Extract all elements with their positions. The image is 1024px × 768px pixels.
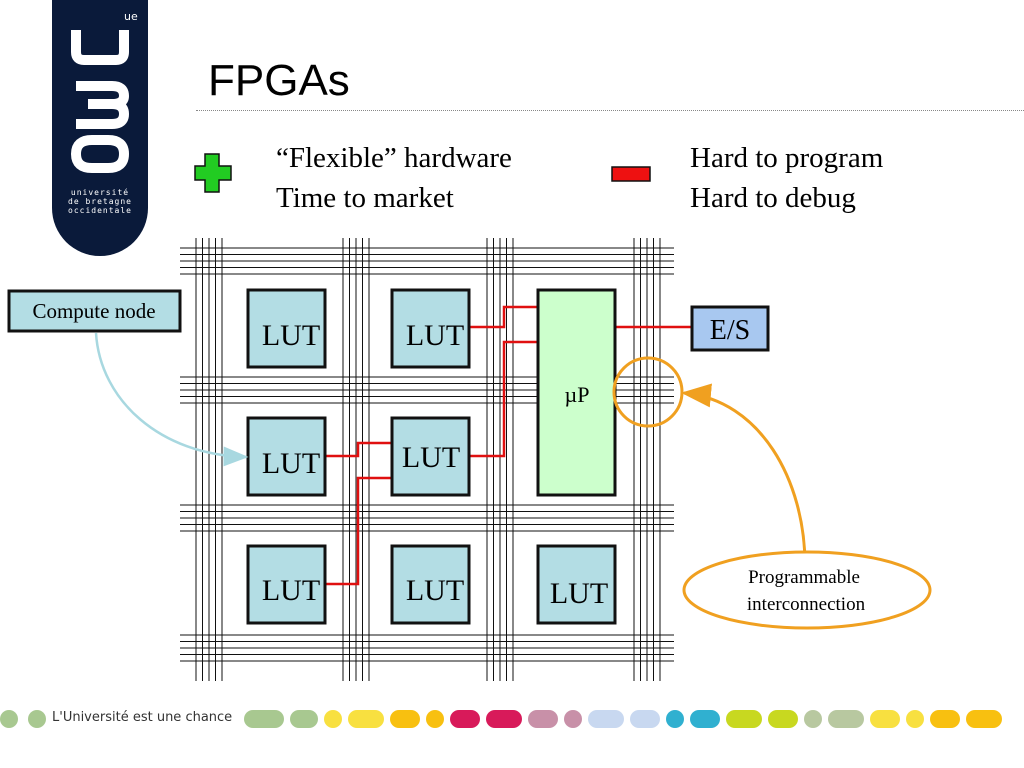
footer-dot bbox=[244, 710, 284, 728]
cons-item: Hard to program bbox=[690, 142, 884, 174]
footer-dots-icon bbox=[0, 710, 1002, 728]
lut-block bbox=[536, 544, 617, 625]
footer-dot bbox=[28, 710, 46, 728]
footer-tagline: L'Université est une chance bbox=[52, 710, 233, 725]
footer-dot bbox=[390, 710, 420, 728]
cons-item: Hard to debug bbox=[690, 182, 856, 214]
slide-title: FPGAs bbox=[208, 56, 350, 105]
lut-block bbox=[246, 288, 327, 369]
lut-label: LUT bbox=[406, 319, 464, 352]
university-logo: ue université de bretagne occidentale bbox=[52, 0, 148, 256]
lut-block bbox=[390, 544, 471, 625]
logo-superscript: ue bbox=[124, 10, 138, 23]
interconnect-highlight-circle bbox=[612, 356, 684, 428]
footer-dot bbox=[768, 710, 798, 728]
footer-dot bbox=[870, 710, 900, 728]
ubo-monogram-icon bbox=[70, 30, 130, 173]
footer-dot bbox=[290, 710, 318, 728]
io-label: E/S bbox=[710, 315, 750, 346]
microprocessor-block bbox=[536, 288, 617, 497]
lut-label: LUT bbox=[406, 574, 464, 607]
interconnect-callout bbox=[682, 550, 932, 630]
footer-dot bbox=[0, 710, 18, 728]
io-block bbox=[690, 305, 770, 352]
footer-dot bbox=[324, 710, 342, 728]
microprocessor-label: µP bbox=[565, 382, 590, 407]
compute-node-label: Compute node bbox=[32, 299, 155, 323]
footer-dot bbox=[486, 710, 522, 728]
lut-block bbox=[390, 416, 471, 497]
footer-dot bbox=[588, 710, 624, 728]
footer-dot bbox=[726, 710, 762, 728]
footer-dot bbox=[630, 710, 660, 728]
cons-list: Hard to program Hard to debug bbox=[690, 138, 883, 218]
lut-label: LUT bbox=[262, 574, 320, 607]
footer-dot bbox=[426, 710, 444, 728]
compute-node-arrow bbox=[94, 332, 249, 467]
pros-item: “Flexible” hardware bbox=[276, 142, 512, 174]
footer-dot bbox=[804, 710, 822, 728]
lut-label: LUT bbox=[550, 577, 608, 610]
logo-line: université bbox=[70, 188, 130, 197]
logo-caption: université de bretagne occidentale bbox=[52, 188, 148, 215]
footer-dot bbox=[666, 710, 684, 728]
lut-block bbox=[246, 416, 327, 497]
footer-dot bbox=[930, 710, 960, 728]
footer-dot bbox=[690, 710, 720, 728]
routing-grid bbox=[180, 238, 674, 681]
interconnect-arrow bbox=[681, 383, 807, 566]
plus-icon bbox=[194, 153, 232, 193]
logo-line: de bretagne bbox=[68, 197, 132, 206]
lut-block bbox=[246, 544, 327, 625]
footer-dot bbox=[906, 710, 924, 728]
title-divider bbox=[196, 110, 1024, 111]
footer-dot bbox=[528, 710, 558, 728]
lut-label: LUT bbox=[262, 447, 320, 480]
minus-icon bbox=[611, 166, 651, 182]
footer-dot bbox=[564, 710, 582, 728]
footer-dot bbox=[450, 710, 480, 728]
footer-dot bbox=[966, 710, 1002, 728]
lut-label: LUT bbox=[262, 319, 320, 352]
compute-node-callout bbox=[7, 289, 182, 333]
pros-item: Time to market bbox=[276, 182, 454, 214]
red-routing-wires bbox=[325, 305, 692, 586]
lut-label: LUT bbox=[402, 441, 460, 474]
pros-list: “Flexible” hardware Time to market bbox=[276, 138, 512, 218]
logo-line: occidentale bbox=[68, 206, 132, 215]
lut-block bbox=[390, 288, 471, 369]
footer-dot bbox=[828, 710, 864, 728]
interconnect-label-line: Programmable bbox=[748, 567, 860, 588]
footer-dot bbox=[348, 710, 384, 728]
interconnect-label-line: interconnection bbox=[747, 594, 866, 615]
